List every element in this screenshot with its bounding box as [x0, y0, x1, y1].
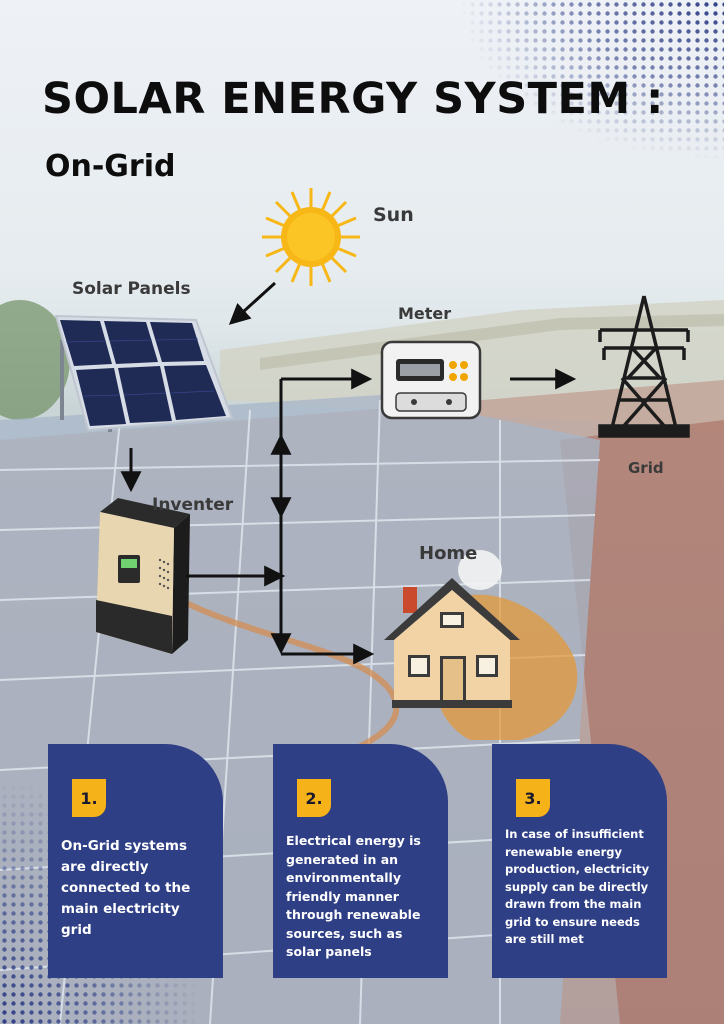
label-grid: Grid — [628, 459, 664, 477]
info-card-2: 2. Electrical energy is generated in an … — [273, 744, 448, 978]
sun-icon — [262, 188, 360, 286]
card-number-badge: 2. — [297, 779, 331, 817]
arrow-sun-to-panels — [228, 281, 277, 325]
label-sun: Sun — [373, 204, 414, 226]
home-icon — [384, 578, 520, 708]
label-inverter: Inventer — [152, 495, 234, 515]
inverter-icon — [96, 498, 190, 654]
card-text: On-Grid systems are directly connected t… — [61, 838, 191, 938]
card-text: Electrical energy is generated in an env… — [286, 833, 421, 959]
meter-icon — [380, 340, 482, 420]
page-title: SOLAR ENERGY SYSTEM : — [42, 74, 664, 124]
info-card-1: 1. On-Grid systems are directly connecte… — [48, 744, 223, 978]
card-text: In case of insufficient renewable energy… — [505, 827, 650, 946]
card-number-badge: 1. — [72, 779, 106, 817]
flow-arrows — [120, 281, 577, 665]
label-meter: Meter — [398, 304, 452, 323]
label-solar-panels: Solar Panels — [72, 279, 191, 299]
page-subtitle: On-Grid — [45, 149, 176, 184]
label-home: Home — [419, 543, 478, 564]
card-number-badge: 3. — [516, 779, 550, 817]
info-card-3: 3. In case of insufficient renewable ene… — [492, 744, 667, 978]
grid-tower-icon — [598, 295, 690, 438]
solar-panels-icon — [54, 314, 234, 432]
